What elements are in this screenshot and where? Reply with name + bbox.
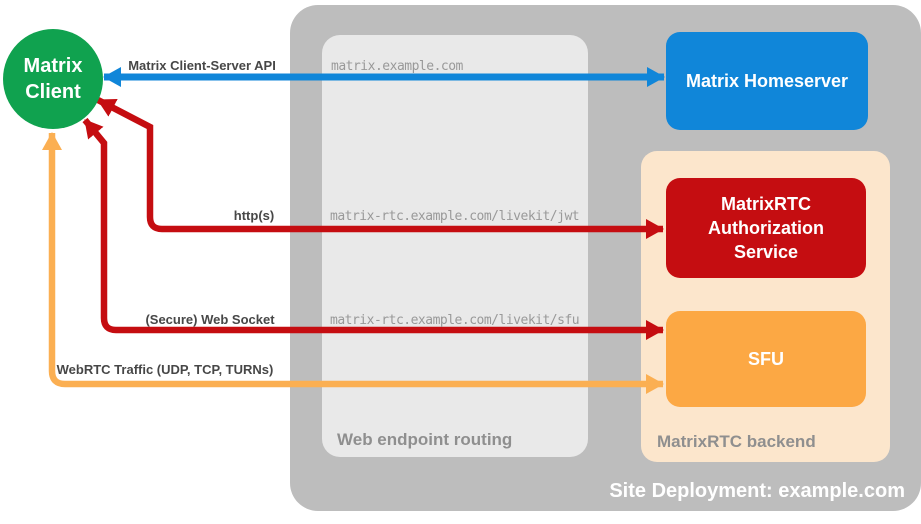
edge-label-https: http(s) [233, 208, 275, 223]
site-deployment-label: Site Deployment: example.com [609, 480, 905, 502]
node-matrixrtc-authorization-service: MatrixRTC Authorization Service [666, 178, 866, 278]
matrixrtc-backend-label: MatrixRTC backend [657, 432, 816, 451]
edge-label-client-server-api: Matrix Client-Server API [128, 58, 276, 73]
edge-label-secure-websocket: (Secure) Web Socket [145, 312, 275, 327]
node-sfu: SFU [666, 311, 866, 407]
endpoint-url-livekit-sfu: matrix-rtc.example.com/livekit/sfu [330, 313, 580, 328]
endpoint-url-matrix: matrix.example.com [331, 59, 463, 74]
web-endpoint-routing-label: Web endpoint routing [337, 430, 513, 449]
endpoint-url-livekit-jwt: matrix-rtc.example.com/livekit/jwt [330, 209, 580, 224]
node-matrix-client: Matrix Client [3, 29, 103, 129]
node-matrix-homeserver: Matrix Homeserver [666, 32, 868, 130]
edge-label-webrtc-traffic: WebRTC Traffic (UDP, TCP, TURNs) [56, 362, 274, 377]
web-endpoint-routing-container: Web endpoint routing [322, 35, 588, 457]
